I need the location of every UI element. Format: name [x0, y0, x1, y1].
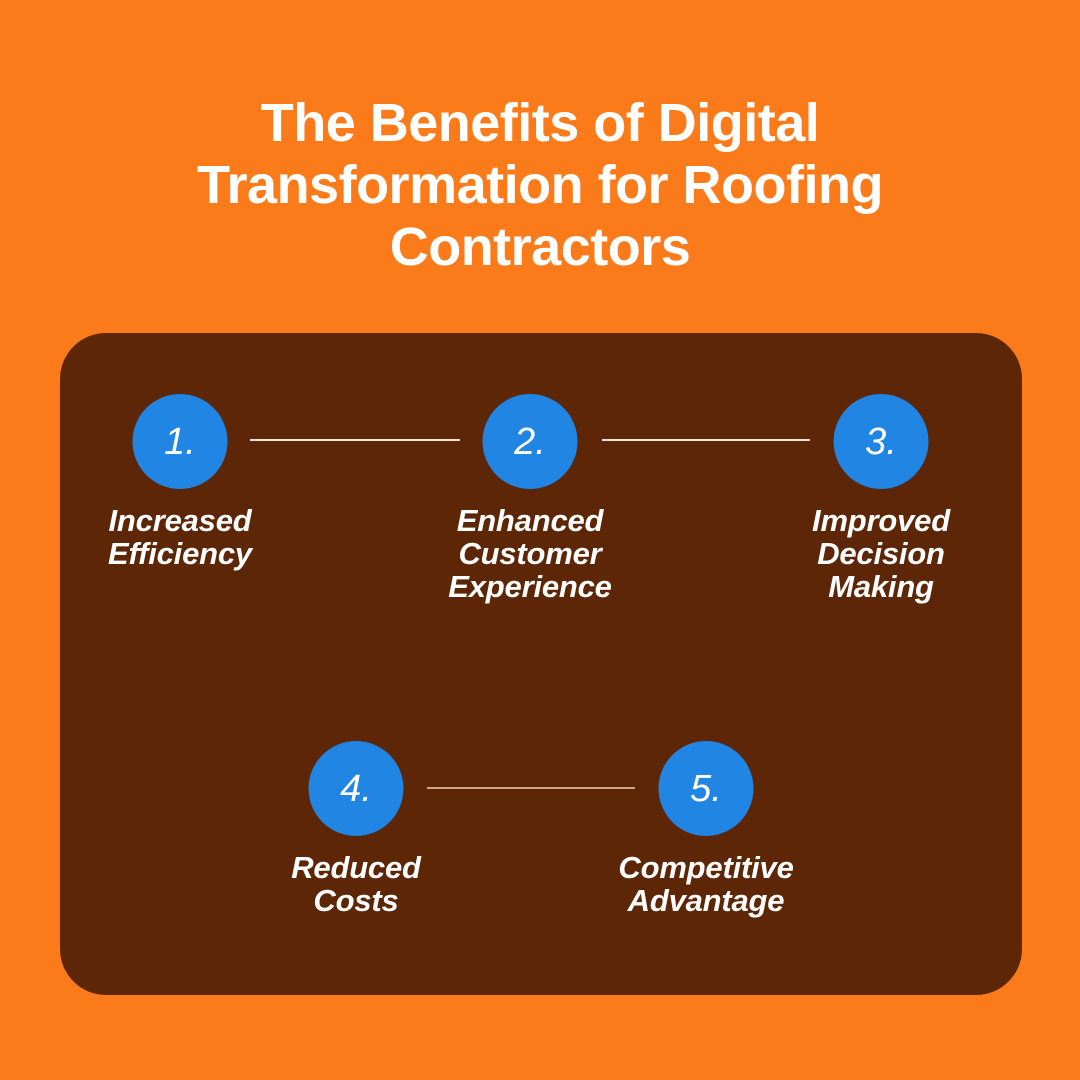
benefit-label-1: Increased Efficiency	[108, 503, 252, 571]
benefit-number-3: 3.	[865, 420, 897, 463]
benefit-number-badge-1: 1.	[132, 394, 228, 489]
benefit-number-5: 5.	[690, 767, 722, 810]
benefit-number-badge-5: 5.	[658, 741, 754, 836]
benefit-label-4: Reduced Costs	[291, 850, 421, 918]
benefit-label-3: Improved Decision Making	[812, 503, 950, 604]
benefit-number-badge-4: 4.	[308, 741, 404, 836]
page-title-line-2: Transformation for Roofing	[197, 155, 883, 215]
connector-line-4-5	[427, 787, 635, 789]
benefit-label-5: Competitive Advantage	[618, 850, 794, 918]
page-title: The Benefits of Digital Transformation f…	[90, 92, 990, 278]
benefit-number-4: 4.	[340, 767, 372, 810]
benefit-number-badge-3: 3.	[833, 394, 929, 489]
benefit-number-1: 1.	[164, 420, 196, 463]
page-title-line-1: The Benefits of Digital	[260, 93, 820, 153]
benefit-number-badge-2: 2.	[482, 394, 578, 489]
benefit-number-2: 2.	[514, 420, 546, 463]
connector-line-1-2	[250, 439, 460, 441]
connector-line-2-3	[602, 439, 810, 441]
page-title-line-3: Contractors	[389, 217, 691, 277]
benefit-label-2: Enhanced Customer Experience	[448, 503, 612, 604]
